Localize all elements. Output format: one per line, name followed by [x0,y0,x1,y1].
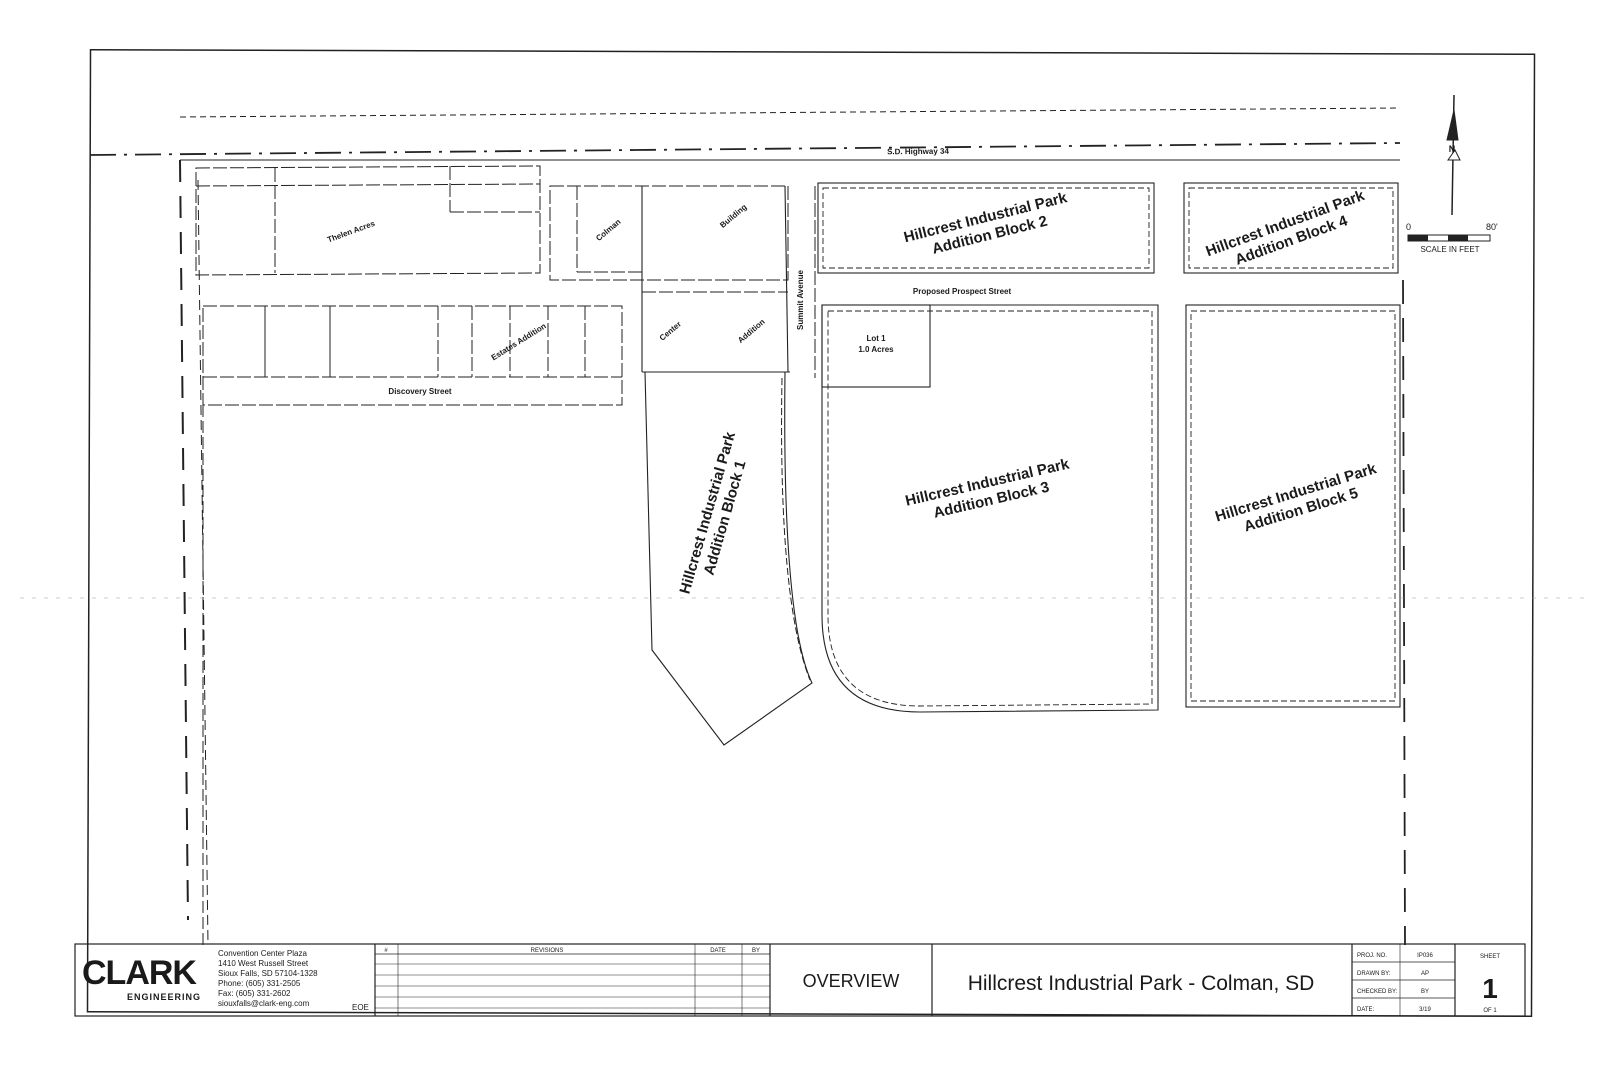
address-line-1: Convention Center Plaza [218,949,307,958]
drawn-by-label: DRAWN BY: [1357,971,1391,977]
revisions-date-header: DATE [710,948,726,954]
date-label: DATE: [1357,1007,1375,1013]
date-value: 3/19 [1419,1007,1431,1013]
scale-end-label: 80' [1486,222,1498,232]
title-block-text: CLARK ENGINEERING Convention Center Plaz… [82,948,1500,1014]
title-block [74,943,1526,1017]
lot1-label-line2: 1.0 Acres [858,345,894,354]
map-labels: S.D. Highway 34 Thelen Acres Colman Buil… [326,144,1498,596]
logo-engineering: ENGINEERING [127,992,201,1002]
sheet-of: OF 1 [1483,1008,1497,1014]
thelen-acres-label: Thelen Acres [326,219,377,245]
scale-bar [1407,234,1491,242]
revisions-by-header: BY [752,948,760,954]
logo-clark: CLARK [82,954,197,992]
address-line-3: Sioux Falls, SD 57104-1328 [218,969,318,978]
lot1-label-line1: Lot 1 [866,334,886,343]
scale-in-feet-label: SCALE IN FEET [1420,245,1479,254]
map-linework [20,107,1590,946]
scale-start-label: 0 [1406,222,1411,232]
office-code: EOE [352,1003,369,1012]
drawn-by-value: AP [1421,971,1429,977]
building-label: Building [718,202,748,230]
summit-avenue-label: Summit Avenue [796,270,805,330]
colman-label: Colman [594,217,622,243]
prospect-street-label: Proposed Prospect Street [913,287,1012,296]
center-label: Center [658,319,683,342]
address-line-5: Fax: (605) 331-2602 [218,989,291,998]
proj-no-label: PROJ. NO. [1357,953,1387,959]
checked-by-label: CHECKED BY: [1357,989,1398,995]
sheet-overview-label: OVERVIEW [803,971,900,991]
address-line-4: Phone: (605) 331-2505 [218,979,301,988]
revisions-hash: # [384,948,388,954]
highway-label: S.D. Highway 34 [887,147,949,157]
address-line-2: 1410 West Russell Street [218,959,309,968]
sheet-border [86,48,1536,1018]
sheet-number: 1 [1482,973,1498,1004]
address-line-6: siouxfalls@clark-eng.com [218,999,310,1008]
revisions-header: REVISIONS [531,948,564,954]
north-arrow-icon [1446,94,1461,216]
estates-addition-label: Estates Addition [490,321,548,362]
addition-label: Addition [736,317,767,345]
sheet-label: SHEET [1480,954,1500,960]
north-label: N [1449,144,1456,154]
discovery-street-label: Discovery Street [388,387,451,396]
project-title: Hillcrest Industrial Park - Colman, SD [968,972,1315,995]
checked-by-value: BY [1421,989,1429,995]
proj-no-value: IP036 [1417,953,1433,959]
